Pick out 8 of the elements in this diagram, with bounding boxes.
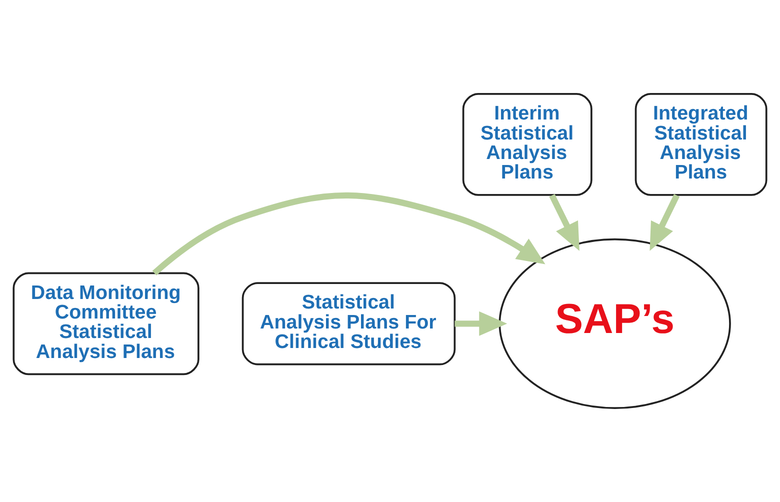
arrow <box>549 194 580 251</box>
node-box: Integrated Statistical Analysis Plans <box>634 93 768 196</box>
node-box: Data Monitoring Committee Statistical Analysis Plans <box>12 272 200 376</box>
node-box: Interim Statistical Analysis Plans <box>462 93 592 196</box>
arrow <box>152 192 546 276</box>
node-box: Statistical Analysis Plans For Clinical Studies <box>242 282 456 366</box>
arrow <box>454 311 508 336</box>
arrow <box>650 194 680 251</box>
